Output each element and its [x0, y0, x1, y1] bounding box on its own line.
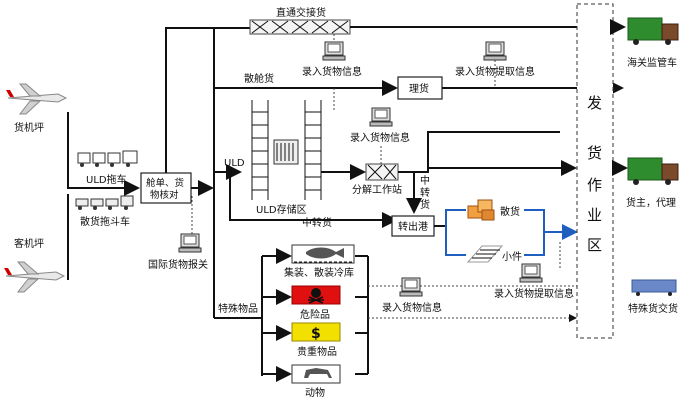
blue-to-dispatch: [524, 209, 578, 240]
input-info-1-label: 录入货物信息: [302, 65, 362, 78]
dispatch-char-5: 区: [587, 236, 602, 254]
special-handover-label: 特殊货交货: [628, 302, 678, 315]
boxes-icon: [467, 199, 495, 221]
transfer-goods-label: 中转货: [302, 216, 332, 229]
dispatch-char-4: 业: [587, 206, 602, 224]
bulk-goods-label: 散货: [500, 205, 520, 218]
dispatch-zone: [576, 3, 614, 339]
intl-declare-label: 国际货物报关: [148, 258, 208, 271]
customs-truck-icon: [627, 17, 679, 45]
hazard-label: 危险品: [300, 308, 330, 321]
dispatch-char-3: 作: [587, 176, 602, 194]
uld-tractor-label: ULD拖车: [86, 173, 127, 186]
bulk-label: 散舱货: [244, 72, 274, 85]
direct-transfer-label: 直通交接货: [276, 6, 326, 19]
input-pickup-2-label: 录入货物提取信息: [494, 287, 574, 300]
special-goods-label: 特殊物品: [218, 302, 258, 315]
cargo-apron-link: [67, 112, 70, 189]
breakdown-crate: [365, 163, 399, 181]
computer-icon: [322, 41, 346, 61]
input-info-3-label: 录入货物信息: [382, 301, 442, 314]
transfer-port-label: 转出港: [398, 220, 428, 233]
animal-icon: [304, 368, 332, 378]
uld-label: ULD: [224, 158, 245, 169]
transfer-vertical-1: 中: [420, 174, 430, 187]
computer-icon: [399, 277, 423, 297]
passenger-apron-label: 客机坪: [14, 237, 44, 250]
uld-storage-label: ULD存储区: [256, 203, 307, 216]
uld-storage-rack: [251, 100, 322, 200]
blue-bulk-path: [445, 209, 466, 226]
bulk-cart-label: 散货拖斗车: [80, 215, 130, 228]
owner-truck-icon: [627, 157, 679, 185]
cold-storage-label: 集装、散装冷库: [284, 266, 354, 279]
breakdown-up-path: [414, 131, 560, 173]
arrange-label: 理货: [409, 82, 429, 95]
computer-icon: [178, 233, 202, 253]
waybill-check-label: 舱单、货: [146, 177, 184, 189]
waybill-check-label-2: 物核对: [150, 189, 179, 201]
transfer-vertical-3: 货: [420, 198, 430, 211]
parcels-icon: [466, 245, 504, 263]
computer-icon: [519, 263, 543, 283]
small-parcels-label: 小件: [502, 251, 522, 263]
fish-icon: [306, 247, 344, 259]
computer-icon: [369, 107, 393, 127]
uld-tractor-icon: [77, 150, 138, 167]
input-info-2-label: 录入货物信息: [350, 131, 410, 144]
transfer-vertical-2: 转: [420, 186, 430, 199]
dollar-icon: $: [311, 326, 321, 342]
cargo-plane-icon: [6, 83, 68, 115]
direct-branch: [165, 27, 250, 173]
cargo-apron-label: 货机坪: [14, 121, 44, 134]
computer-icon: [483, 41, 507, 61]
transfer-arrow: [229, 172, 398, 228]
breakdown-label: 分解工作站: [352, 183, 402, 196]
customs-truck-label: 海关监管车: [627, 56, 677, 69]
blue-small-path: [445, 226, 466, 256]
valuable-label: 贵重物品: [297, 345, 337, 358]
owner-agent-label: 货主，代理: [626, 196, 676, 209]
valuable-box: [291, 322, 341, 342]
dispatch-char-2: 货: [587, 144, 602, 162]
skull-icon: [308, 288, 324, 304]
animal-label: 动物: [305, 386, 325, 399]
dispatch-char-1: 发: [587, 94, 602, 112]
input-pickup-1-label: 录入货物提取信息: [455, 65, 535, 78]
bulk-cart-icon: [75, 195, 134, 210]
passenger-plane-icon: [4, 261, 66, 293]
special-handover-truck-icon: [631, 279, 677, 296]
